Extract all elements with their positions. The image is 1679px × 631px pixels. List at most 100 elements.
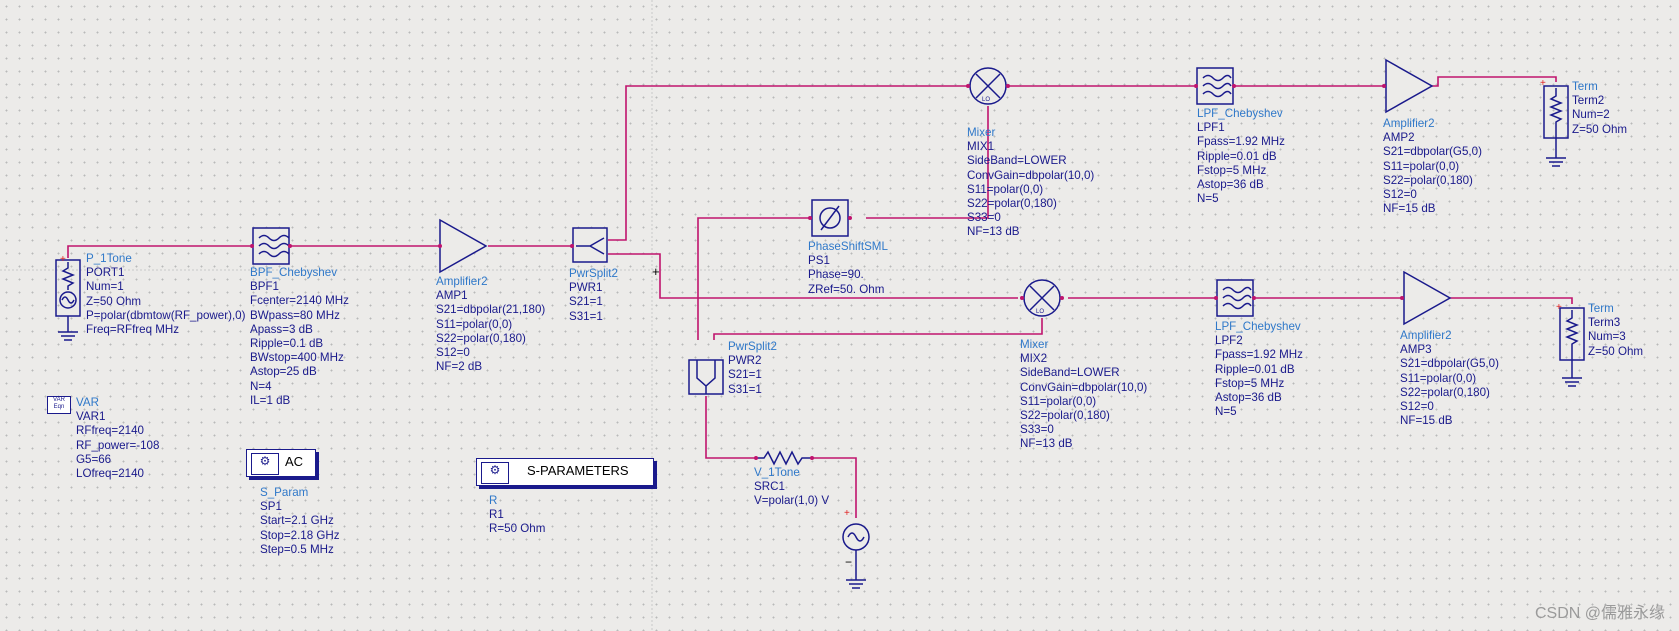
pwr2-symbol[interactable] bbox=[688, 359, 724, 395]
term2-symbol[interactable] bbox=[1543, 85, 1569, 167]
label-title: PwrSplit2 bbox=[728, 340, 777, 353]
ps1-label[interactable]: PhaseShiftSML PS1 Phase=90. ZRef=50. Ohm bbox=[808, 240, 888, 297]
label-line: Fstop=5 MHz bbox=[1215, 376, 1285, 390]
label-line: Phase=90. bbox=[808, 268, 864, 282]
term2-label[interactable]: Term Term2 Num=2 Z=50 Ohm bbox=[1572, 80, 1627, 137]
label-line: S22=polar(0,180) bbox=[967, 197, 1057, 211]
pwr1-symbol[interactable] bbox=[572, 227, 608, 263]
label-title: BPF_Chebyshev bbox=[250, 266, 337, 279]
label-line: Astop=25 dB bbox=[250, 365, 317, 379]
pwr2-label[interactable]: PwrSplit2 PWR2 S21=1 S31=1 bbox=[728, 340, 777, 397]
label-line: Ripple=0.01 dB bbox=[1215, 362, 1295, 376]
term3-label[interactable]: Term Term3 Num=3 Z=50 Ohm bbox=[1588, 302, 1643, 359]
label-line: S11=polar(0,0) bbox=[436, 317, 513, 331]
lpf1-symbol[interactable] bbox=[1196, 67, 1234, 105]
label-line: NF=13 dB bbox=[967, 225, 1020, 239]
r1-label[interactable]: V_1Tone SRC1 V=polar(1,0) V bbox=[754, 466, 829, 509]
lpf2-label[interactable]: LPF_Chebyshev LPF2 Fpass=1.92 MHz Ripple… bbox=[1215, 320, 1303, 419]
cursor-cross-icon: + bbox=[652, 264, 660, 279]
gear-icon: ⚙ bbox=[481, 462, 509, 484]
label-line: LPF2 bbox=[1215, 334, 1243, 348]
label-line: SideBand=LOWER bbox=[1020, 366, 1120, 380]
label-line: BWpass=80 MHz bbox=[250, 308, 340, 322]
label-title: Amplifier2 bbox=[436, 275, 488, 288]
label-title: Mixer bbox=[1020, 338, 1049, 351]
wire[interactable] bbox=[812, 457, 857, 518]
label-line: Apass=3 dB bbox=[250, 322, 313, 336]
label-line: S12=0 bbox=[1383, 188, 1417, 202]
label-line: S12=0 bbox=[436, 346, 470, 360]
label-line: G5=66 bbox=[76, 452, 112, 466]
label-line: S22=polar(0,180) bbox=[1020, 409, 1110, 423]
label-title: Amplifier2 bbox=[1383, 117, 1435, 130]
mix2-label[interactable]: Mixer MIX2 SideBand=LOWER ConvGain=dbpol… bbox=[1020, 338, 1147, 452]
ac-controller[interactable]: ⚙ AC bbox=[246, 449, 316, 477]
label-line: S21=1 bbox=[569, 295, 603, 309]
bpf1-label[interactable]: BPF_Chebyshev BPF1 Fcenter=2140 MHz BWpa… bbox=[250, 266, 349, 408]
ps1-symbol[interactable] bbox=[811, 199, 849, 237]
r1-symbol[interactable] bbox=[756, 450, 812, 466]
label-line: SP1 bbox=[260, 500, 282, 514]
label-line: PWR1 bbox=[569, 281, 603, 295]
label-line: S31=1 bbox=[569, 309, 603, 323]
label-line: Start=2.1 GHz bbox=[260, 514, 334, 528]
var-icon-text: VAR Eqn bbox=[53, 397, 65, 410]
wire[interactable] bbox=[866, 106, 989, 219]
wire[interactable] bbox=[1450, 297, 1573, 304]
port1-label[interactable]: P_1Tone PORT1 Num=1 Z=50 Ohm P=polar(dbm… bbox=[86, 252, 245, 337]
var-eqn-icon[interactable]: VAR Eqn bbox=[47, 396, 71, 414]
label-title: R bbox=[489, 494, 498, 507]
ac1-label[interactable]: S_Param SP1 Start=2.1 GHz Stop=2.18 GHz … bbox=[260, 486, 340, 557]
label-line: MIX2 bbox=[1020, 352, 1048, 366]
wire[interactable] bbox=[713, 318, 1043, 340]
amp1-symbol[interactable] bbox=[439, 218, 488, 274]
label-line: NF=13 dB bbox=[1020, 437, 1073, 451]
wire[interactable] bbox=[697, 217, 810, 340]
wire[interactable] bbox=[1432, 76, 1557, 87]
var1-label[interactable]: VAR VAR1 RFfreq=2140 RF_power=-108 G5=66… bbox=[76, 396, 159, 481]
label-line: ZRef=50. Ohm bbox=[808, 282, 885, 296]
label-line: Ripple=0.1 dB bbox=[250, 337, 324, 351]
label-line: Fstop=5 MHz bbox=[1197, 163, 1267, 177]
wire[interactable] bbox=[608, 253, 1018, 299]
label-line: Step=0.5 MHz bbox=[260, 542, 334, 556]
label-line: S22=polar(0,180) bbox=[1400, 385, 1490, 399]
label-line: S11=polar(0,0) bbox=[1400, 371, 1477, 385]
label-line: PWR2 bbox=[728, 354, 762, 368]
bpf1-symbol[interactable] bbox=[252, 227, 290, 265]
wire[interactable] bbox=[705, 396, 756, 459]
wire[interactable] bbox=[608, 85, 968, 241]
amp2-symbol[interactable] bbox=[1385, 58, 1434, 114]
label-line: RF_power=-108 bbox=[76, 438, 160, 452]
label-line: S21=dbpolar(G5,0) bbox=[1383, 145, 1482, 159]
port1-symbol[interactable] bbox=[55, 259, 81, 341]
amp3-symbol[interactable] bbox=[1403, 270, 1452, 326]
amp3-label[interactable]: Amplifier2 AMP3 S21=dbpolar(G5,0) S11=po… bbox=[1400, 329, 1499, 428]
label-line: S33=0 bbox=[967, 211, 1001, 225]
plus-sign: + bbox=[60, 254, 66, 265]
sparam-controller[interactable]: ⚙ S-PARAMETERS bbox=[476, 458, 654, 486]
lpf1-label[interactable]: LPF_Chebyshev LPF1 Fpass=1.92 MHz Ripple… bbox=[1197, 107, 1285, 206]
label-line: NF=15 dB bbox=[1400, 414, 1453, 428]
wire[interactable] bbox=[67, 245, 250, 258]
sp1-label[interactable]: R R1 R=50 Ohm bbox=[489, 494, 545, 537]
mix1-label[interactable]: Mixer MIX1 SideBand=LOWER ConvGain=dbpol… bbox=[967, 126, 1094, 240]
lpf2-symbol[interactable] bbox=[1216, 279, 1254, 317]
label-line: ConvGain=dbpolar(10,0) bbox=[1020, 380, 1148, 394]
lo-label: LO bbox=[982, 97, 990, 103]
label-line: Num=3 bbox=[1588, 330, 1626, 344]
amp1-label[interactable]: Amplifier2 AMP1 S21=dbpolar(21,180) S11=… bbox=[436, 275, 545, 374]
label-line: AMP1 bbox=[436, 289, 468, 303]
amp2-label[interactable]: Amplifier2 AMP2 S21=dbpolar(G5,0) S11=po… bbox=[1383, 117, 1482, 216]
label-line: P=polar(dbmtow(RF_power),0) bbox=[86, 308, 246, 322]
term3-symbol[interactable] bbox=[1559, 307, 1585, 387]
label-line: PS1 bbox=[808, 254, 830, 268]
src1-symbol[interactable] bbox=[842, 523, 870, 589]
pwr1-label[interactable]: PwrSplit2 PWR1 S21=1 S31=1 bbox=[569, 267, 618, 324]
wires bbox=[67, 76, 1573, 518]
label-line: S22=polar(0,180) bbox=[436, 331, 526, 345]
label-line: SideBand=LOWER bbox=[967, 154, 1067, 168]
label-line: IL=1 dB bbox=[250, 393, 291, 407]
